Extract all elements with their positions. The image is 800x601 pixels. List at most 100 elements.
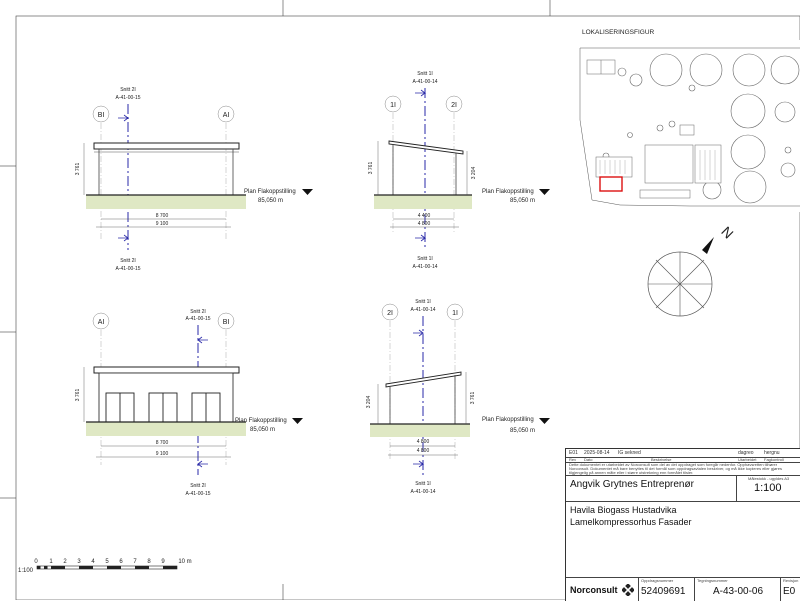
section-arrow — [118, 114, 130, 122]
section-ref: A-41-00-14 — [412, 264, 437, 270]
section-label: Snitt 1I — [415, 481, 431, 487]
section-ref: A-41-00-15 — [115, 266, 140, 272]
section-ref: A-41-00-14 — [410, 489, 435, 495]
grid-bubble-ai — [92, 312, 110, 330]
divider — [780, 577, 781, 601]
roof — [93, 142, 240, 150]
header-rev: Rev — [569, 457, 577, 462]
header-checked: Fagkontroll — [764, 457, 784, 462]
drawn-by: dagreo — [738, 450, 754, 456]
section-ref: A-41-00-14 — [412, 79, 437, 85]
ground-fill — [370, 424, 470, 437]
divider — [566, 501, 800, 502]
revision-header-row: Rev Dato Beskrivelse Utarbeidet Fagkontr… — [566, 457, 800, 463]
section-label: Snitt 1I — [415, 299, 431, 305]
level-marker-icon — [539, 418, 550, 424]
level-marker-icon — [302, 189, 313, 195]
dimension-inner: 8 700 — [156, 213, 169, 219]
elevation-top-left: BI AI Snitt 2I A-41-00-15 Snitt 2I A-41-… — [75, 87, 313, 272]
scale-tick: 10 m — [178, 559, 191, 565]
revision-code: E0 — [783, 586, 796, 597]
revision-status: IG sekned — [618, 450, 641, 456]
grid-label: 2I — [387, 310, 393, 317]
header-drawn: Utarbeidet — [738, 457, 757, 462]
north-arrow-icon — [702, 237, 714, 254]
revision-date: 2025-08-14 — [584, 450, 610, 456]
localisation-figure: LOKALISERINGSFIGUR — [576, 29, 800, 212]
scale-tick: 7 — [133, 559, 137, 565]
roof — [385, 371, 462, 388]
checked-by: hergnu — [764, 450, 780, 456]
site-buildings — [586, 59, 722, 199]
dimension-inner: 4 400 — [418, 213, 431, 219]
scale-tick: 2 — [63, 559, 67, 565]
section-arrow — [415, 89, 427, 97]
ground-fill — [86, 195, 246, 209]
doors — [105, 392, 221, 423]
drawing-title: Lamelkompressorhus Fasader — [570, 517, 692, 527]
section-arrow — [413, 329, 425, 337]
caption-revision: Revisjon — [783, 578, 799, 583]
section-arrow — [196, 460, 208, 468]
section-label: Snitt 1I — [417, 256, 433, 262]
level-label: Plan Flakoppstilling — [244, 189, 296, 195]
grid-label: AI — [223, 112, 230, 119]
grid-label: BI — [223, 319, 230, 326]
caption-drawing-number: Tegningsnummer — [697, 578, 728, 583]
caption-job-number: Oppdragsnummer — [641, 578, 674, 583]
level-value: 85,050 m — [258, 198, 283, 204]
section-label: Snitt 2I — [120, 87, 136, 93]
grid-label: AI — [98, 319, 105, 326]
scale-tick: 3 — [77, 559, 81, 565]
height-dimension: 3 204 — [366, 396, 372, 409]
divider — [736, 475, 737, 501]
section-arrow — [118, 234, 130, 242]
roof — [388, 140, 464, 155]
level-value: 85,050 m — [250, 427, 275, 433]
title-block: E01 2025-08-14 IG sekned dagreo hergnu R… — [565, 448, 800, 601]
localisation-title: LOKALISERINGSFIGUR — [582, 29, 655, 36]
section-label: Snitt 2I — [120, 258, 136, 264]
level-label: Plan Flakoppstilling — [482, 189, 534, 195]
section-arrow — [413, 460, 425, 468]
north-label: N — [718, 223, 736, 241]
north-arrow: N — [647, 223, 737, 317]
dimension-inner: 4 800 — [417, 439, 430, 445]
scale-tick: 5 — [105, 559, 109, 565]
scale-tick: 0 — [34, 559, 38, 565]
elevation-top-right: 1I 2I Snitt 1I A-41-00-14 Snitt 1I A-41-… — [368, 71, 550, 270]
scale-tick: 9 — [161, 559, 165, 565]
level-marker-icon — [292, 418, 303, 424]
scale-bar-segments — [37, 566, 177, 569]
section-ref: A-41-00-15 — [185, 491, 210, 497]
level-value: 85,050 m — [510, 428, 535, 434]
divider — [566, 475, 800, 476]
grid-bubble-1i — [446, 303, 464, 321]
grid-label: 1I — [390, 102, 396, 109]
scale-label: 1:100 — [18, 568, 34, 574]
scale-caption: Målestokk - ugyldes A3 — [748, 476, 790, 481]
client-name: Angvik Grytnes Entreprenør — [570, 479, 694, 490]
grid-label: 2I — [451, 102, 457, 109]
grid-bubble-bi — [217, 312, 235, 330]
revision-row: E01 2025-08-14 IG sekned dagreo hergnu — [566, 449, 800, 458]
grid-label: 1I — [452, 310, 458, 317]
grid-bubble-bi — [92, 105, 110, 123]
dimension-inner: 8 700 — [156, 440, 169, 446]
grid-bubble-2i — [381, 303, 399, 321]
section-label: Snitt 1I — [417, 71, 433, 77]
elevation-bottom-right: 2I 1I Snitt 1I A-41-00-14 Snitt 1I A-41-… — [366, 299, 550, 495]
company-logo: Norconsult — [570, 585, 618, 595]
job-number: 52409691 — [641, 586, 686, 597]
scale-bar: 0 1 2 3 4 5 6 7 8 9 10 m 1:100 — [18, 559, 192, 574]
height-dimension: 3 761 — [368, 162, 374, 175]
section-ref: A-41-00-15 — [185, 316, 210, 322]
level-value: 85,050 m — [510, 198, 535, 204]
section-ref: A-41-00-14 — [410, 307, 435, 313]
level-marker-icon — [539, 189, 550, 195]
height-dimension: 3 761 — [75, 389, 81, 402]
project-name: Havila Biogass Hustadvika — [570, 505, 677, 515]
disclaimer-text: Dette dokumentet er utarbeidet av Norcon… — [569, 463, 782, 475]
section-arrow — [415, 234, 427, 242]
